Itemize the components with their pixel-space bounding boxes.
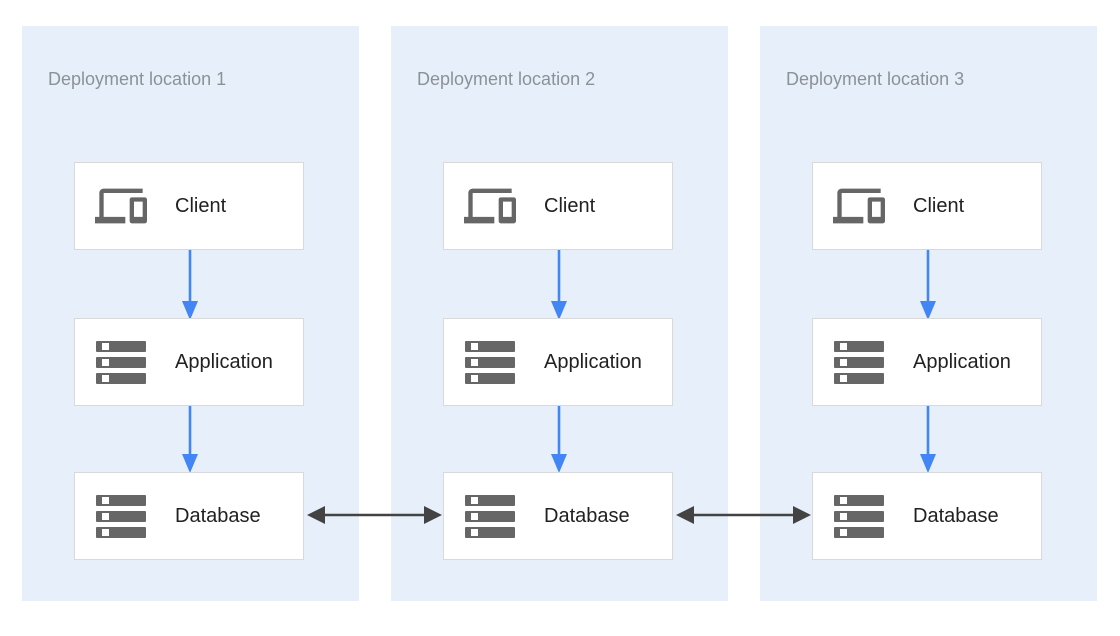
node-application-1: Application (74, 318, 304, 406)
node-label: Database (175, 504, 261, 527)
deployment-location-3-panel: Deployment location 3 Client Application… (760, 26, 1097, 601)
node-label: Client (544, 194, 596, 217)
server-stack-icon (464, 494, 516, 538)
node-database-3: Database (812, 472, 1042, 560)
devices-icon (95, 180, 147, 232)
devices-icon (464, 180, 516, 232)
devices-icon (833, 180, 885, 232)
node-label: Database (544, 504, 630, 527)
panel-title: Deployment location 1 (48, 69, 227, 89)
replication-arrow-database2-database3 (676, 506, 811, 524)
server-stack-icon (464, 340, 516, 384)
deployment-location-2-panel: Deployment location 2 Client Application… (391, 26, 728, 601)
node-database-1: Database (74, 472, 304, 560)
deployment-location-1-panel: Deployment location 1 Client Application… (22, 26, 359, 601)
server-stack-icon (95, 340, 147, 384)
node-application-3: Application (812, 318, 1042, 406)
flow-arrow-client-to-application (920, 250, 936, 320)
node-label: Database (913, 504, 999, 527)
node-database-2: Database (443, 472, 673, 560)
flow-arrow-application-to-database (551, 406, 567, 473)
flow-arrow-application-to-database (920, 406, 936, 473)
node-label: Application (913, 350, 1011, 373)
node-client-1: Client (74, 162, 304, 250)
node-client-3: Client (812, 162, 1042, 250)
node-label: Application (544, 350, 642, 373)
flow-arrow-client-to-application (551, 250, 567, 320)
node-client-2: Client (443, 162, 673, 250)
replication-arrow-database1-database2 (307, 506, 442, 524)
node-application-2: Application (443, 318, 673, 406)
server-stack-icon (833, 340, 885, 384)
server-stack-icon (833, 494, 885, 538)
panel-title: Deployment location 3 (786, 69, 965, 89)
flow-arrow-application-to-database (182, 406, 198, 473)
flow-arrow-client-to-application (182, 250, 198, 320)
server-stack-icon (95, 494, 147, 538)
node-label: Client (175, 194, 227, 217)
node-label: Application (175, 350, 273, 373)
node-label: Client (913, 194, 965, 217)
panel-title: Deployment location 2 (417, 69, 596, 89)
